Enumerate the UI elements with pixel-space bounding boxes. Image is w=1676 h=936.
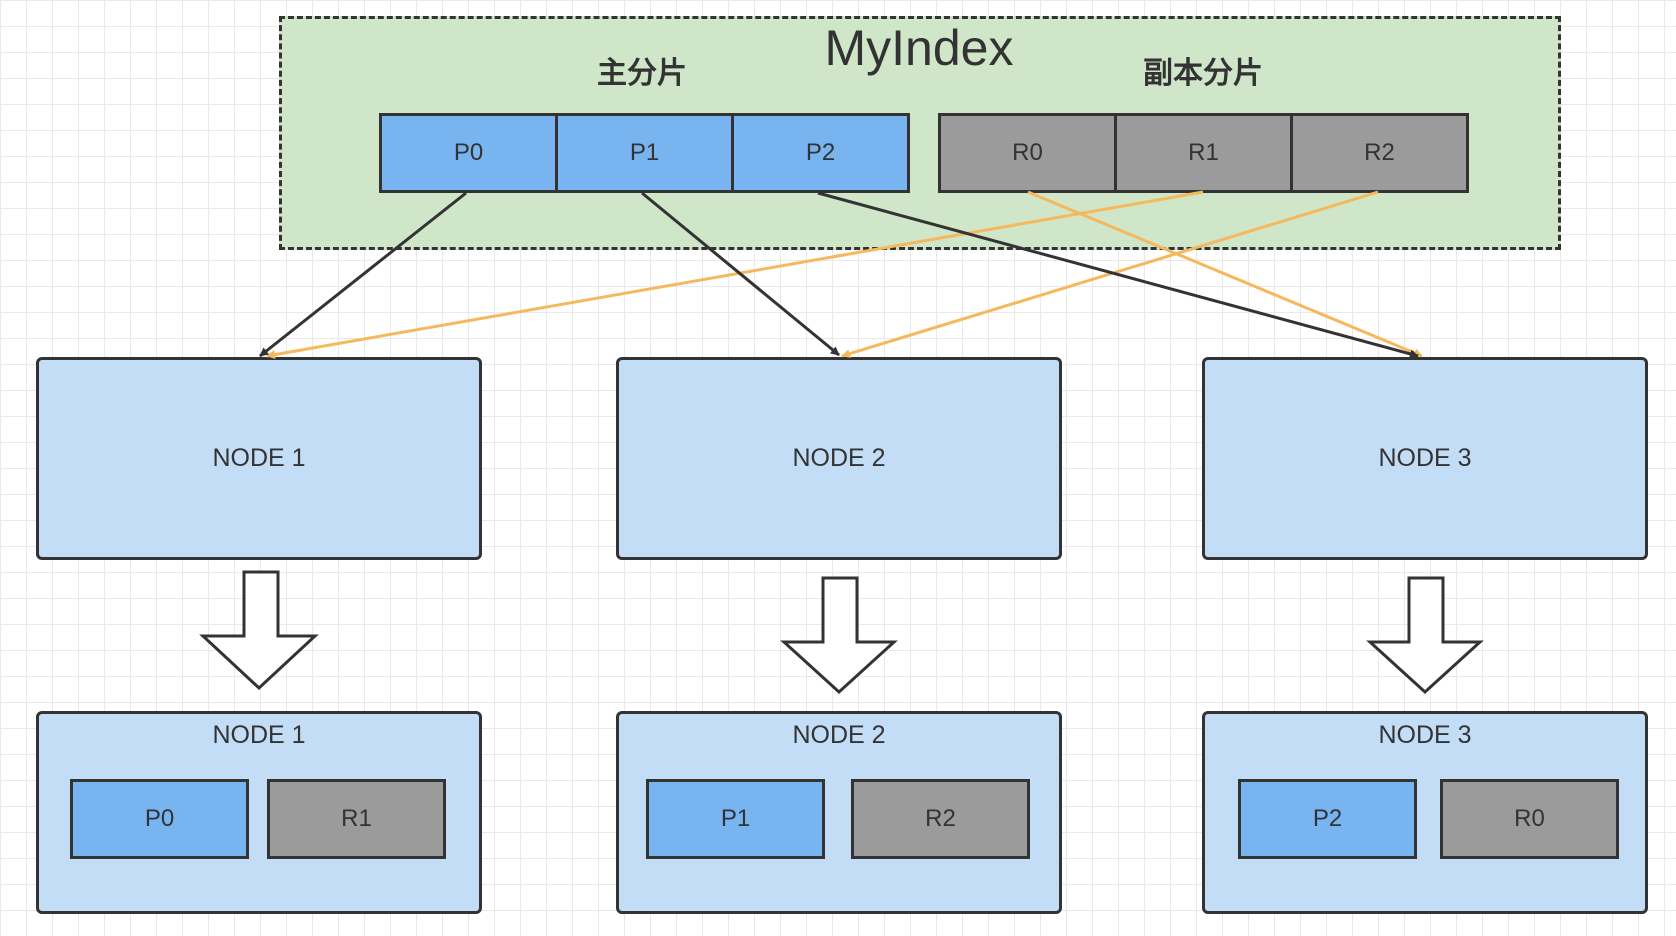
replica-shards-label: 副本分片 xyxy=(1143,57,1263,90)
allocated-node-2-label: NODE 2 xyxy=(792,721,886,749)
replica-shard-r0: R0 xyxy=(938,113,1117,193)
node-1-primary-shard: P0 xyxy=(70,779,249,859)
down-arrow-node-2 xyxy=(780,576,898,695)
replica-shard-r2: R2 xyxy=(1290,113,1469,193)
node-2: NODE 2 xyxy=(616,357,1062,560)
primary-shards-label: 主分片 xyxy=(597,57,687,90)
primary-shard-p0: P0 xyxy=(379,113,558,193)
node-1-replica-shard: R1 xyxy=(267,779,446,859)
primary-shard-p1: P1 xyxy=(555,113,734,193)
node-3: NODE 3 xyxy=(1202,357,1648,560)
node-1: NODE 1 xyxy=(36,357,482,560)
replica-shard-r1: R1 xyxy=(1114,113,1293,193)
node-2-label: NODE 2 xyxy=(792,444,886,472)
down-arrow-node-1 xyxy=(199,570,319,691)
index-title: MyIndex xyxy=(824,20,1014,76)
allocated-node-3-label: NODE 3 xyxy=(1378,721,1472,749)
allocated-node-1-label: NODE 1 xyxy=(212,721,306,749)
node-3-primary-shard: P2 xyxy=(1238,779,1417,859)
node-3-label: NODE 3 xyxy=(1378,444,1472,472)
node-2-primary-shard: P1 xyxy=(646,779,825,859)
primary-shard-p2: P2 xyxy=(731,113,910,193)
down-arrow-node-3 xyxy=(1366,576,1484,695)
node-1-label: NODE 1 xyxy=(212,444,306,472)
node-3-replica-shard: R0 xyxy=(1440,779,1619,859)
node-2-replica-shard: R2 xyxy=(851,779,1030,859)
